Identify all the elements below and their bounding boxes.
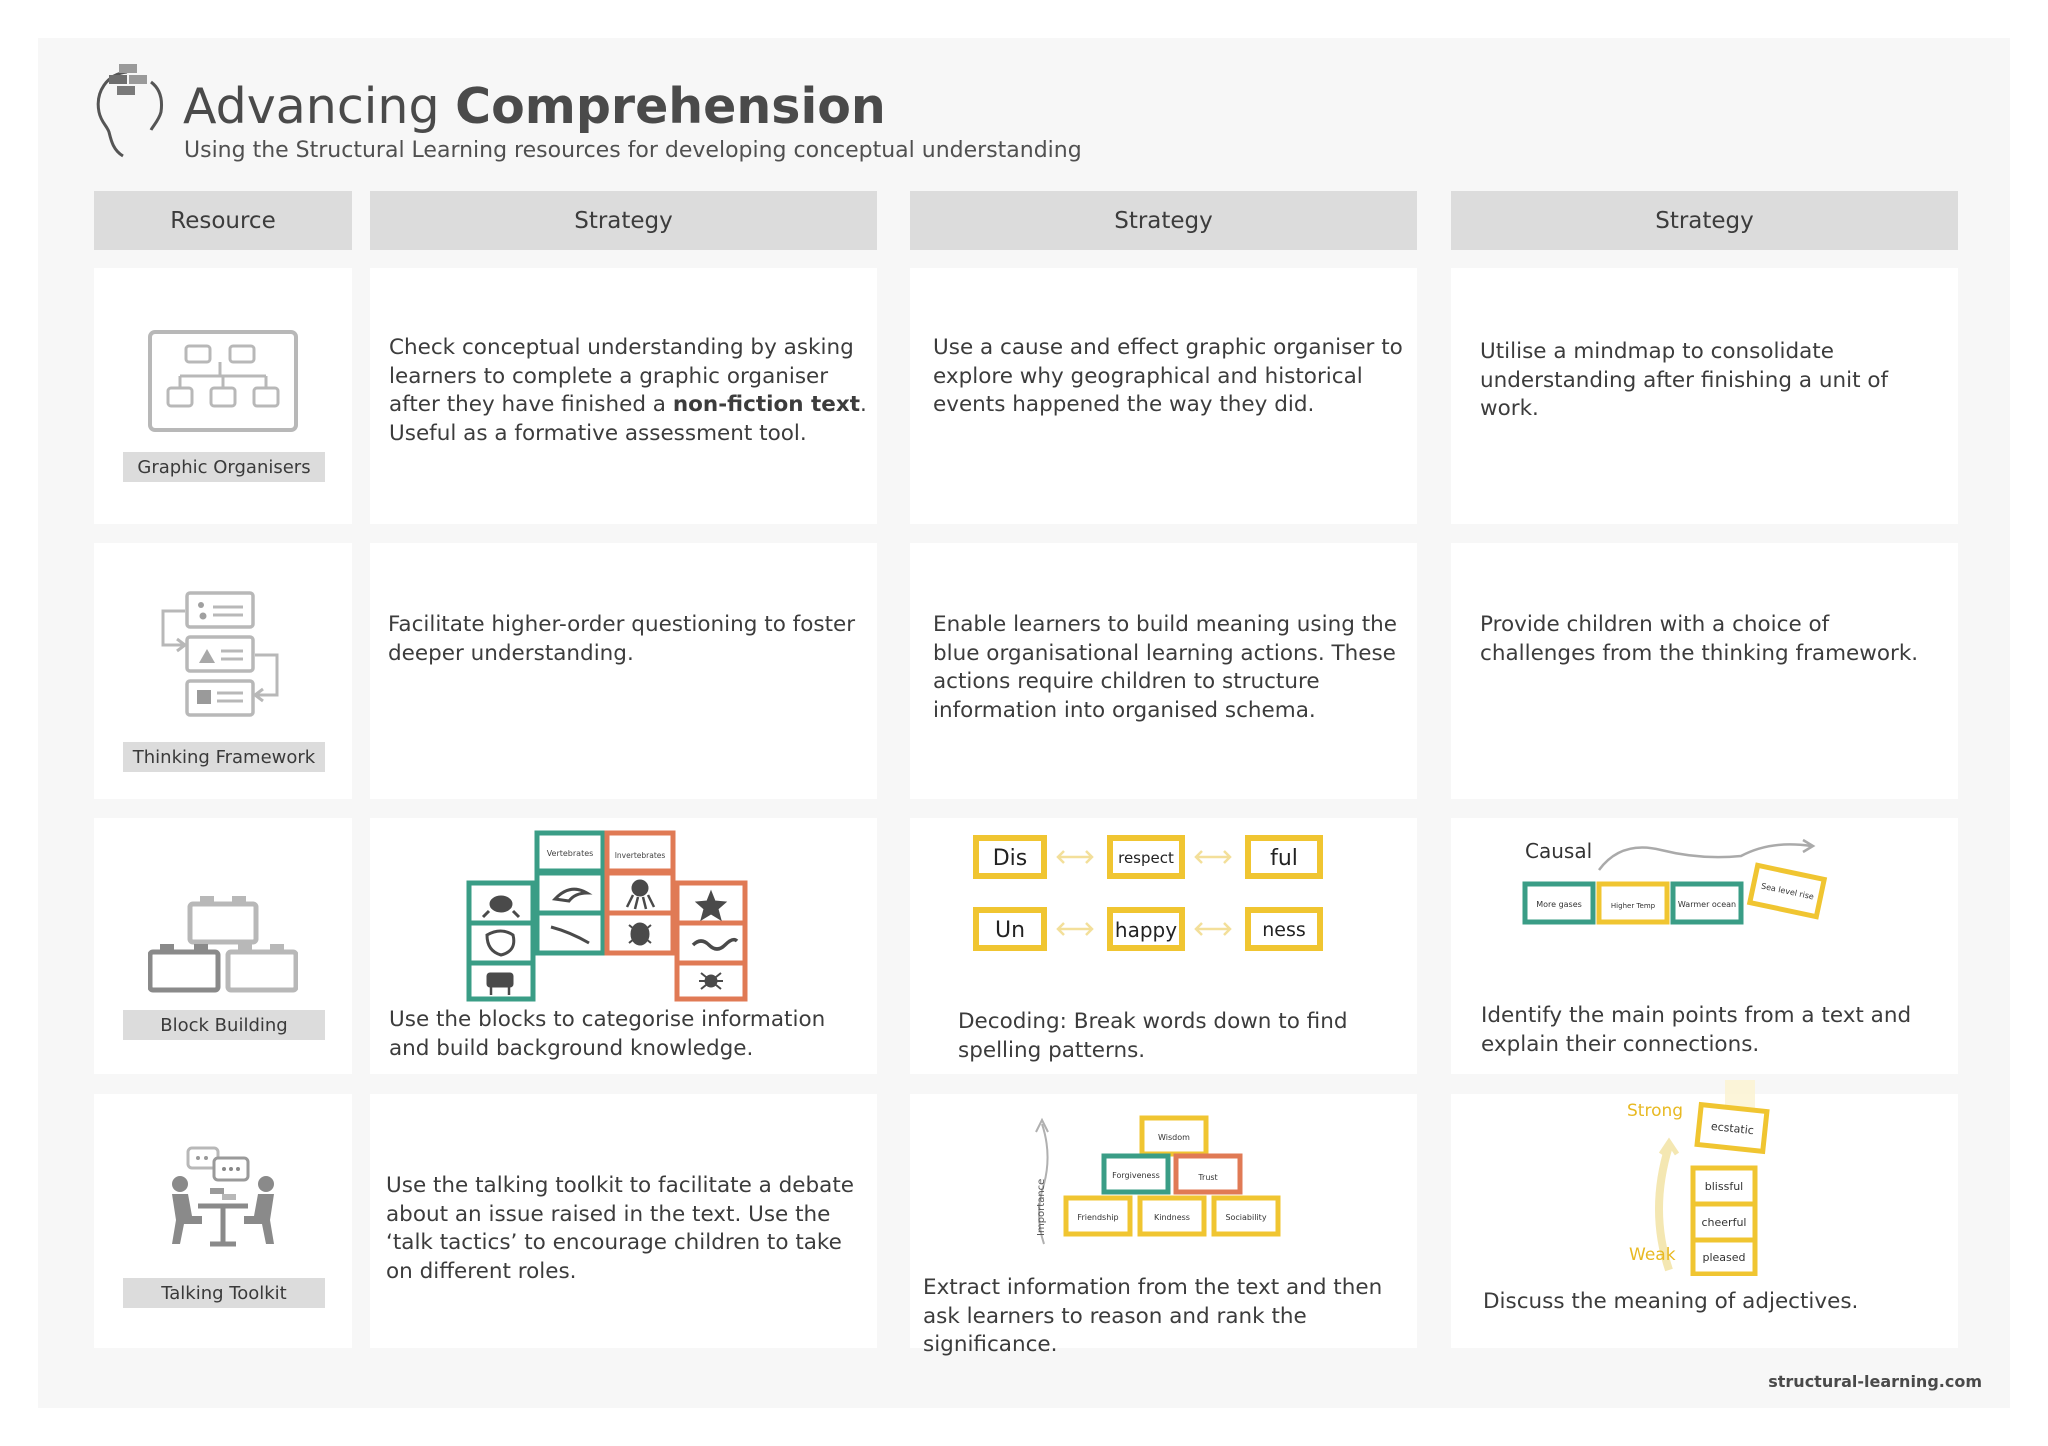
spider-icon (699, 972, 723, 990)
starfish-icon (694, 889, 728, 922)
column-header-strategy-1: Strategy (370, 191, 877, 250)
strategy-cell-4-2: Importance Wisdom Forgiveness Trust Frie… (910, 1094, 1417, 1357)
importance-axis-label: Importance (1036, 1179, 1047, 1236)
page-subtitle: Using the Structural Learning resources … (184, 138, 1082, 163)
head-icon (96, 64, 163, 158)
strategy-cell-1-3: Utilise a mindmap to consolidate underst… (1451, 268, 1958, 524)
column-header-strategy-2: Strategy (910, 191, 1417, 250)
octopus-icon (625, 879, 656, 910)
resource-label-talking-toolkit: Talking Toolkit (123, 1278, 325, 1308)
strategy-text-2-2: Enable learners to build meaning using t… (933, 612, 1398, 723)
causal-label: Causal (1525, 839, 1592, 863)
cause-warmer-ocean: Warmer ocean (1678, 900, 1736, 909)
strategy-cell-2-2: Enable learners to build meaning using t… (910, 543, 1417, 799)
adjective-cheerful: cheerful (1702, 1216, 1747, 1229)
rank-sociability: Sociability (1225, 1213, 1266, 1222)
lizard-icon (550, 925, 590, 945)
strategy-text-2-3: Provide children with a choice of challe… (1480, 612, 1919, 666)
strategy-text-4-2: Extract information from the text and th… (923, 1275, 1383, 1357)
column-header-strategy-3: Strategy (1451, 191, 1958, 250)
cause-more-gases: More gases (1536, 900, 1582, 909)
frog-icon (481, 895, 521, 919)
resource-cell-graphic-organisers: Graphic Organisers (94, 268, 352, 524)
rank-friendship: Friendship (1077, 1213, 1118, 1222)
rank-wisdom: Wisdom (1158, 1133, 1190, 1142)
resource-label-block-building: Block Building (123, 1010, 325, 1040)
column-header-resource: Resource (94, 191, 352, 250)
worm-icon (691, 937, 739, 951)
block-building-icon (148, 896, 298, 993)
ranking-blocks-illustration: Importance Wisdom Forgiveness Trust Frie… (1035, 1115, 1281, 1245)
decoding-blocks-illustration: Dis respect ful Un happy ness (973, 835, 1323, 951)
footer-url: structural-learning.com (1768, 1372, 1982, 1391)
weak-label: Weak (1629, 1245, 1676, 1265)
strategy-cell-3-2: Dis respect ful Un happy ness Decoding: … (910, 818, 1417, 1074)
strategy-text-1-2: Use a cause and effect graphic organiser… (933, 335, 1403, 417)
root-happy: happy (1115, 918, 1177, 942)
adjectives-illustration: Strong Weak ecstatic blissful cheerful p… (1627, 1080, 1770, 1276)
strategy-text-3-3: Identify the main points from a text and… (1481, 1003, 1912, 1057)
strategy-cell-1-1: Check conceptual understanding by asking… (370, 268, 877, 524)
strategy-text-3-2: Decoding: Break words down to find spell… (958, 1009, 1348, 1063)
resource-label-thinking-framework: Thinking Framework (123, 742, 325, 772)
rank-trust: Trust (1197, 1173, 1217, 1182)
strategy-text-1-3: Utilise a mindmap to consolidate underst… (1480, 339, 1889, 421)
page-title: Advancing Comprehension (183, 78, 886, 135)
strategy-cell-2-1: Facilitate higher-order questioning to f… (370, 543, 877, 799)
rank-kindness: Kindness (1154, 1213, 1190, 1222)
prefix-dis: Dis (993, 846, 1028, 871)
hen-icon (485, 929, 516, 957)
strategy-text-4-1: Use the talking toolkit to facilitate a … (386, 1173, 854, 1284)
strategy-cell-2-3: Provide children with a choice of challe… (1451, 543, 1958, 799)
resource-cell-talking-toolkit: Talking Toolkit (94, 1094, 352, 1348)
dolphin-icon (551, 887, 593, 903)
adjective-ecstatic: ecstatic (1710, 1120, 1754, 1137)
bee-icon (628, 922, 652, 946)
causal-blocks-illustration: Causal More gases Higher Temp Warmer oce… (1522, 838, 1828, 925)
cow-icon (486, 972, 514, 995)
talking-toolkit-icon (172, 1146, 274, 1247)
strategy-cell-4-3: Strong Weak ecstatic blissful cheerful p… (1451, 1080, 1958, 1348)
resource-cell-block-building: Block Building (94, 818, 352, 1074)
strong-label: Strong (1627, 1101, 1683, 1121)
prefix-un: Un (995, 918, 1025, 943)
strategy-cell-4-1: Use the talking toolkit to facilitate a … (370, 1094, 877, 1348)
invertebrates-label: Invertebrates (615, 851, 666, 860)
vertebrates-label: Vertebrates (547, 849, 594, 858)
strategy-cell-3-1: Vertebrates Invertebrates Use the blocks… (370, 818, 877, 1074)
suffix-ful: ful (1270, 846, 1298, 871)
resource-cell-thinking-framework: Thinking Framework (94, 543, 352, 799)
root-respect: respect (1118, 849, 1174, 867)
resource-label-graphic-organisers: Graphic Organisers (123, 452, 325, 482)
adjective-pleased: pleased (1702, 1251, 1745, 1264)
rank-forgiveness: Forgiveness (1112, 1171, 1160, 1180)
cause-higher-temp: Higher Temp (1611, 902, 1656, 910)
strategy-cell-3-3: Causal More gases Higher Temp Warmer oce… (1451, 818, 1958, 1074)
strategy-text-4-3: Discuss the meaning of adjectives. (1483, 1289, 1859, 1314)
graphic-organiser-icon (148, 330, 298, 432)
categorise-blocks-illustration: Vertebrates Invertebrates (466, 830, 748, 1002)
suffix-ness: ness (1262, 919, 1306, 941)
adjective-blissful: blissful (1705, 1180, 1743, 1193)
strategy-text-1-1: Check conceptual understanding by asking… (389, 335, 867, 446)
strategy-text-3-1: Use the blocks to categorise information… (389, 1007, 826, 1061)
thinking-framework-icon (161, 591, 279, 717)
strategy-text-2-1: Facilitate higher-order questioning to f… (388, 612, 856, 666)
strategy-cell-1-2: Use a cause and effect graphic organiser… (910, 268, 1417, 524)
